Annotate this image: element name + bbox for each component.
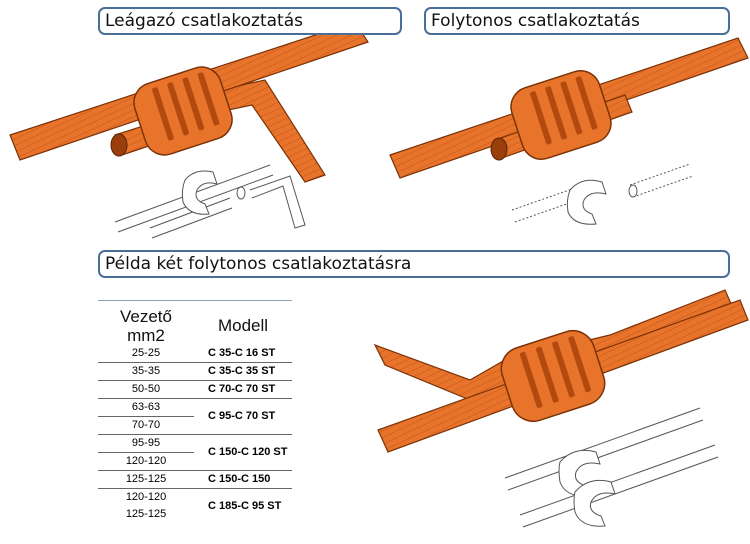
continuous-connection-label: Folytonos csatlakoztatás xyxy=(424,7,730,35)
model-cell: C 35-C 16 ST xyxy=(194,345,292,363)
table-row: 35-35 C 35-C 35 ST xyxy=(98,362,292,381)
conductor-cell: 95-95 xyxy=(98,434,194,453)
conductor-cell: 25-25 xyxy=(98,345,194,363)
continuous-connection-diagram xyxy=(389,37,749,225)
table-row: 25-25 C 35-C 16 ST xyxy=(98,345,292,363)
connector-body xyxy=(500,329,606,423)
example-schematic xyxy=(504,407,719,528)
branch-schematic xyxy=(114,164,306,239)
conductor-cell: 63-63 xyxy=(98,398,194,417)
table-row: 95-95 C 150-C 120 ST xyxy=(98,434,292,471)
model-cell: C 35-C 35 ST xyxy=(194,362,292,381)
connector-body xyxy=(510,70,612,160)
header-conductor: Vezető mm2 xyxy=(98,301,194,345)
table-row: 120-120 xyxy=(98,452,292,471)
cable-end xyxy=(490,137,508,161)
branch-connection-label: Leágazó csatlakoztatás xyxy=(98,7,402,35)
continuous-schematic xyxy=(511,163,694,225)
conductor-cell: 70-70 xyxy=(98,416,194,435)
conductor-cell: 125-125 xyxy=(98,470,194,489)
conductor-cell: 120-120 xyxy=(98,452,194,471)
table-row: 120-120 C 185-C 95 ST xyxy=(98,489,292,512)
table-row: 50-50 C 70-C 70 ST xyxy=(98,380,292,399)
table-row: 70-70 xyxy=(98,416,292,435)
conductor-cell: 50-50 xyxy=(98,380,194,399)
conductor-cell: 120-120 xyxy=(125,491,167,503)
header-model: Modell xyxy=(217,315,269,335)
model-cell: C 185-C 95 ST xyxy=(208,499,282,512)
conductor-model-table: Vezető mm2 Modell 25-25 C 35-C 16 ST 35-… xyxy=(98,300,292,523)
example-diagram xyxy=(373,289,749,528)
header-conductor-line1: Vezető xyxy=(120,307,172,326)
conductor-cell: 35-35 xyxy=(98,362,194,381)
table-row: 63-63 C 95-C 70 ST xyxy=(98,398,292,435)
table-row: 125-125 xyxy=(98,506,292,523)
cable-end xyxy=(110,133,128,157)
model-cell: C 150-C 150 xyxy=(194,470,292,489)
table-header-row: Vezető mm2 Modell xyxy=(98,300,292,345)
connector-body xyxy=(133,66,233,156)
example-label: Példa két folytonos csatlakoztatásra xyxy=(98,250,730,278)
branch-connection-diagram xyxy=(9,21,369,239)
model-cell: C 95-C 70 ST xyxy=(194,398,292,435)
model-cell: C 150-C 120 ST xyxy=(194,434,292,471)
header-conductor-line2: mm2 xyxy=(127,326,165,345)
conductor-cell: 125-125 xyxy=(125,508,167,520)
model-cell: C 70-C 70 ST xyxy=(194,380,292,399)
table-row: 125-125 C 150-C 150 xyxy=(98,470,292,489)
